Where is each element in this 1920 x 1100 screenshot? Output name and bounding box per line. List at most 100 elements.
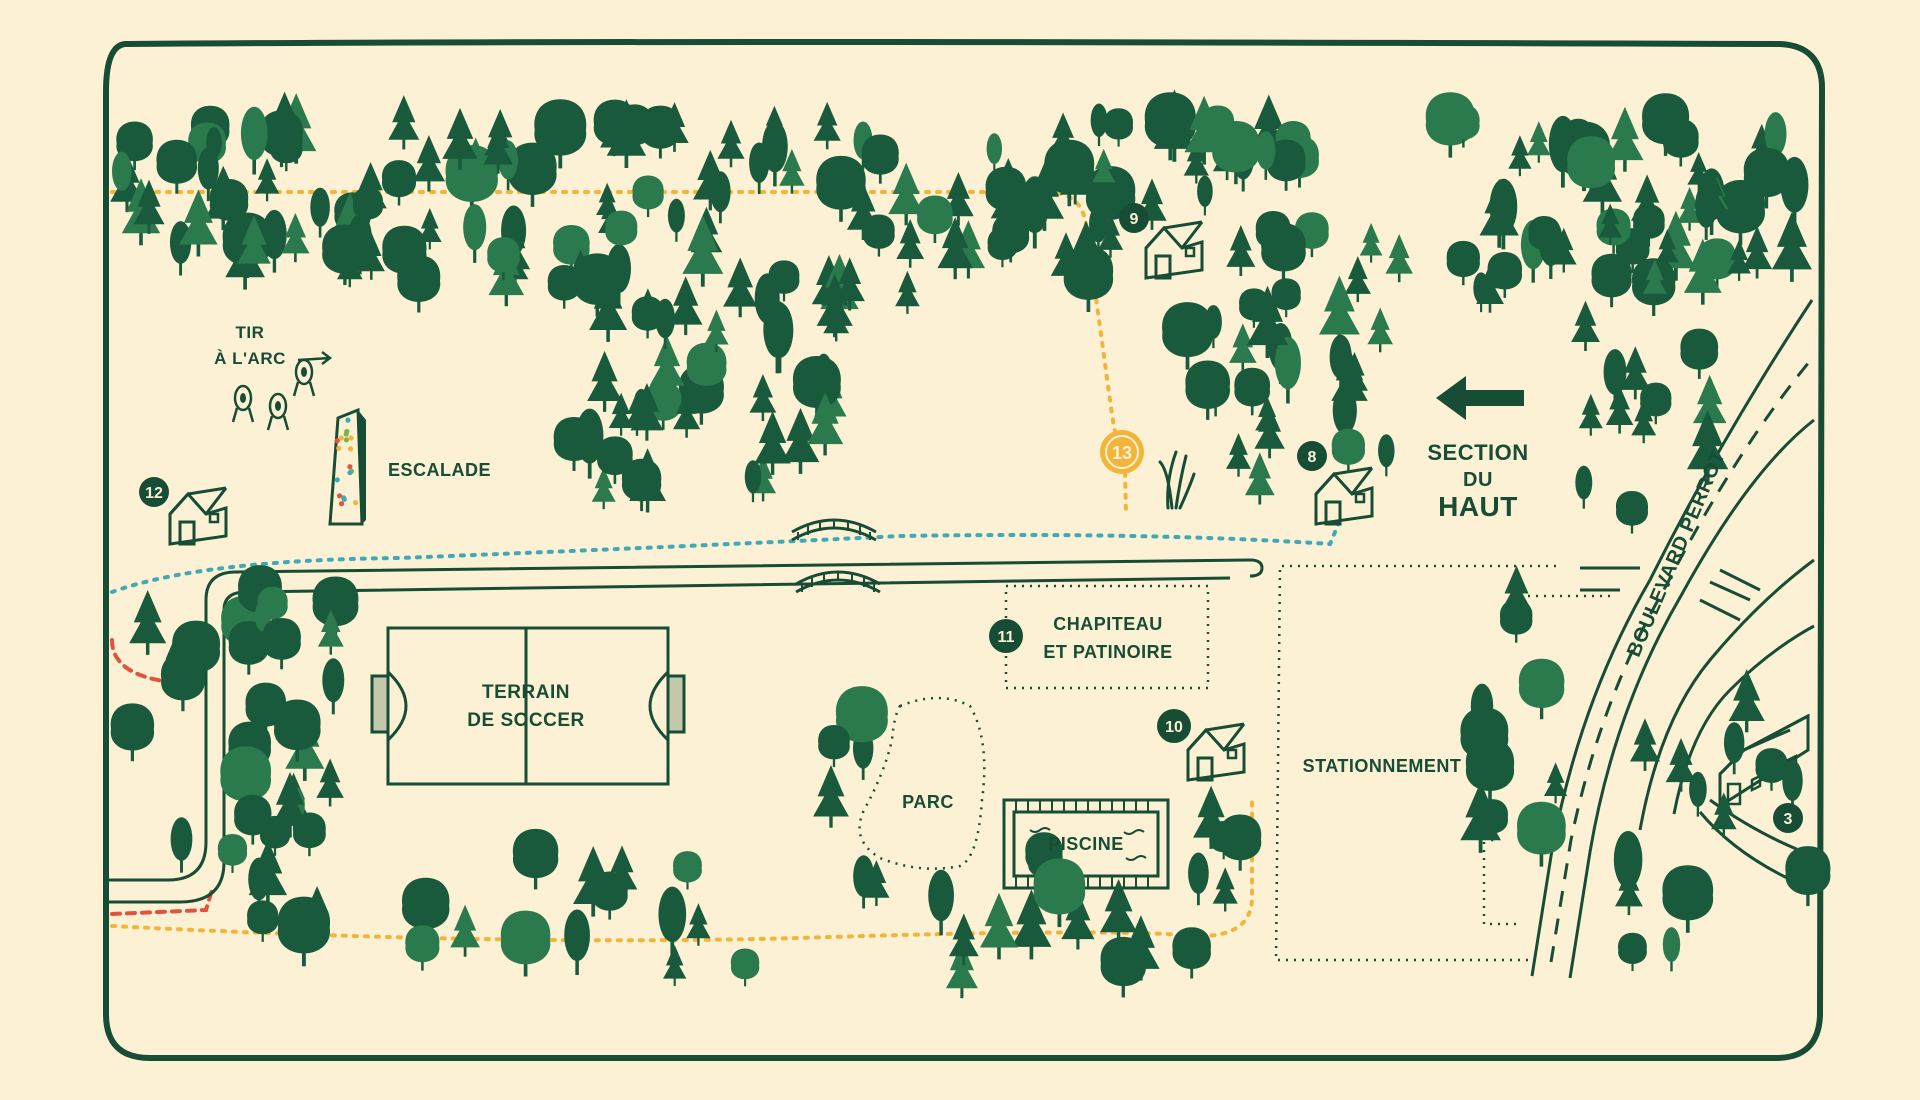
tree-icon — [1090, 103, 1108, 147]
tree-icon — [754, 411, 791, 475]
tree-icon — [1543, 762, 1568, 804]
tree-icon — [1723, 722, 1745, 775]
tree-icon — [1476, 799, 1509, 842]
tree-icon — [1742, 225, 1773, 279]
marker-12[interactable]: 12 — [139, 477, 169, 507]
tree-icon — [450, 904, 480, 957]
tree-icon — [508, 142, 557, 207]
tree-icon — [917, 195, 953, 243]
tree-icon — [240, 106, 268, 175]
tree-icon — [317, 609, 344, 655]
tree-icon — [1341, 352, 1368, 400]
reeds-icon — [1158, 450, 1196, 510]
marker-9[interactable]: 9 — [1119, 203, 1149, 233]
tree-icon — [815, 353, 832, 396]
tree-icon — [1188, 852, 1209, 906]
tree-icon — [547, 264, 581, 309]
climbing-hold — [347, 470, 353, 476]
marker-8[interactable]: 8 — [1297, 441, 1327, 471]
marker-3[interactable]: 3 — [1773, 803, 1803, 833]
tree-icon — [1065, 220, 1107, 291]
tree-icon — [1246, 285, 1289, 359]
archery-label: TIR — [236, 323, 265, 342]
tree-icon — [1100, 936, 1147, 998]
marker-13[interactable]: 13 — [1100, 430, 1144, 474]
tent-area — [1004, 584, 1210, 690]
tree-icon — [217, 834, 248, 873]
marker-10[interactable]: 10 — [1157, 709, 1191, 743]
tree-icon — [271, 771, 309, 838]
tree-icon — [1618, 932, 1647, 972]
tree-icon — [658, 886, 687, 958]
tree-icon — [591, 467, 616, 510]
pool-label: PISCINE — [1048, 834, 1124, 854]
tree-icon — [277, 896, 331, 967]
tree-icon — [1665, 737, 1697, 792]
tree-icon — [1642, 259, 1667, 302]
tree-icon — [442, 107, 478, 171]
tree-icon — [945, 942, 978, 999]
arrow-left-icon — [1436, 376, 1524, 420]
tree-icon — [1655, 229, 1679, 270]
tree-icon — [762, 120, 788, 187]
tree-icon — [704, 309, 729, 353]
tree-icon — [1446, 240, 1480, 286]
pool — [1002, 798, 1170, 890]
tree-icon — [172, 620, 221, 685]
tree-icon — [863, 860, 890, 906]
tree-icon — [1526, 121, 1551, 163]
tree-icon — [1677, 187, 1703, 231]
tree-icon — [749, 373, 777, 422]
tree-icon — [673, 851, 702, 890]
tree-icon — [673, 390, 701, 438]
tree-icon — [682, 215, 724, 287]
tree-icon — [717, 119, 745, 168]
tree-icon — [1508, 135, 1532, 177]
svg-text:9: 9 — [1130, 211, 1139, 228]
tree-icon — [1033, 858, 1086, 928]
soccer-label: TERRAIN — [482, 682, 570, 703]
tree-icon — [156, 139, 198, 194]
tree-icon — [260, 110, 303, 168]
tree-icon — [487, 237, 520, 281]
tree-icon — [352, 186, 384, 227]
tree-icon — [1517, 801, 1566, 867]
climbing-hold — [338, 435, 344, 441]
tree-icon — [1567, 136, 1616, 200]
markers: 12 9 8 13 11 10 3 — [139, 203, 1803, 833]
tree-icon — [273, 699, 321, 762]
tree-icon — [316, 758, 344, 807]
tree-icon — [1212, 867, 1238, 912]
tree-icon — [204, 165, 242, 231]
tree-icon — [624, 391, 650, 436]
archery-target-icon — [231, 384, 255, 424]
tree-icon — [813, 764, 849, 828]
tree-icon — [1487, 252, 1523, 298]
cabin-icon — [1314, 466, 1374, 526]
tree-icon — [500, 910, 551, 977]
tree-icon — [1606, 106, 1644, 172]
tree-icon — [129, 589, 167, 655]
tree-icon — [1092, 148, 1116, 190]
cabins — [168, 220, 1810, 809]
tree-icon — [262, 618, 301, 670]
tree-icon — [605, 210, 638, 254]
tree-icon — [1044, 139, 1095, 207]
tree-icon — [206, 127, 222, 167]
tree-icon — [937, 217, 973, 280]
tree-icon — [986, 133, 1002, 173]
tree-icon — [744, 460, 762, 503]
climbing-hold — [339, 501, 345, 507]
tree-icon — [1359, 222, 1383, 263]
tree-icon — [1615, 490, 1649, 534]
tree-icon — [1266, 139, 1306, 191]
tree-icon — [170, 817, 193, 873]
marker-11[interactable]: 11 — [989, 619, 1023, 653]
tree-icon — [1728, 669, 1765, 733]
archery-target-icon — [266, 392, 290, 432]
tree-icon — [1256, 131, 1276, 180]
tree-icon — [1711, 792, 1737, 838]
road-label: BOULEVARD PERROT — [1623, 447, 1730, 660]
tree-icon — [228, 621, 269, 675]
tree-icon — [781, 407, 820, 474]
